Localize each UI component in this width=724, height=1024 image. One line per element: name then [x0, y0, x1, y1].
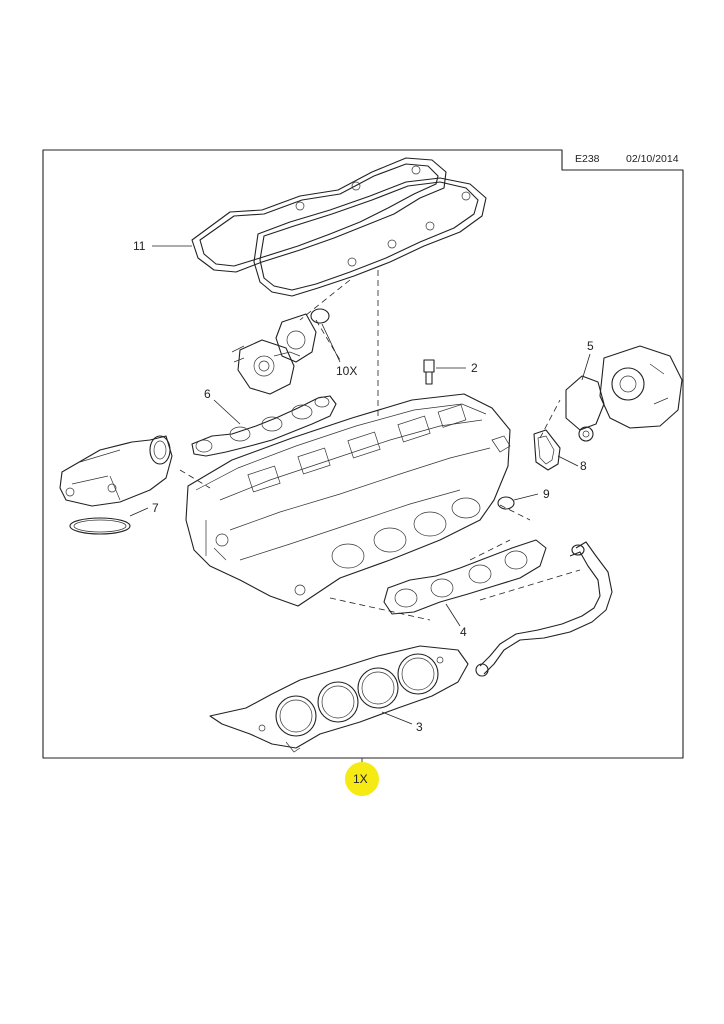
header-code: E238 [575, 153, 600, 165]
plug-icon [423, 359, 435, 385]
kit-quantity-badge [345, 762, 379, 796]
callout-3: 3 [416, 720, 423, 734]
callout-11: 11 [133, 239, 146, 253]
callout-8: 8 [580, 459, 587, 473]
callout-5: 5 [587, 339, 594, 353]
exhaust-manifold-gasket-icon [383, 539, 547, 615]
callout-6: 6 [204, 387, 211, 401]
cylinder-head-icon [185, 393, 511, 607]
kit-quantity-label: 1X [353, 772, 368, 786]
callout-9: 9 [543, 487, 550, 501]
callout-10x: 10X [336, 364, 357, 378]
thermostat-housing-icon [59, 435, 173, 507]
intake-gasket-icon [191, 395, 337, 457]
sensor-icon [231, 308, 330, 395]
coolant-hose-icon [475, 541, 613, 677]
callout-7: 7 [152, 501, 159, 515]
o-ring-icon [69, 517, 131, 535]
callout-4: 4 [460, 625, 467, 639]
callout-2: 2 [471, 361, 478, 375]
diagram-frame [42, 149, 684, 759]
vacuum-pump-icon [565, 345, 683, 442]
o-ring-icon [497, 496, 515, 510]
header-date: 02/10/2014 [626, 153, 679, 165]
head-gasket-icon [209, 645, 469, 753]
cover-gasket-icon [533, 429, 561, 471]
valve-cover-gasket-icon [191, 157, 487, 297]
